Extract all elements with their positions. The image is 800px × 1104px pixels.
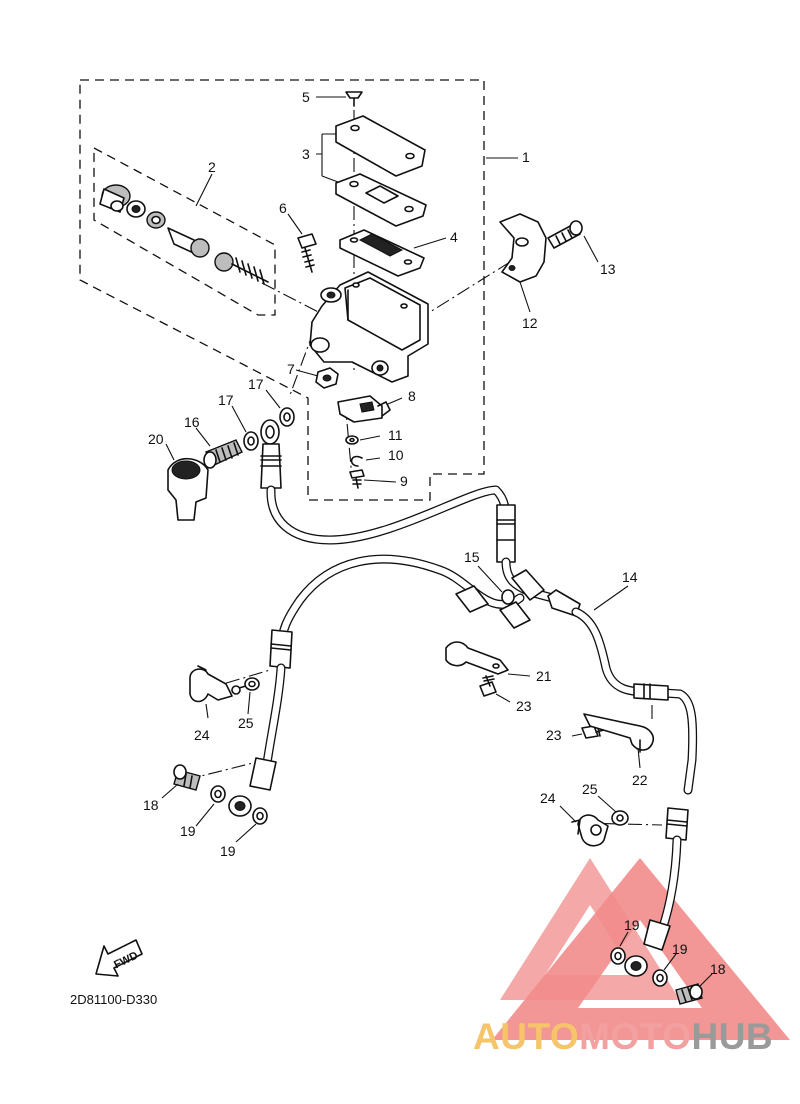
watermark-part-moto: MOTO	[579, 1016, 692, 1057]
callout-20: 20	[148, 431, 164, 447]
diagram-code: 2D81100-D330	[70, 992, 157, 1007]
callout-19-left-a: 19	[180, 823, 196, 839]
callout-15: 15	[464, 549, 480, 565]
clip-10	[350, 455, 363, 467]
brake-hose-14	[266, 485, 698, 795]
callout-11: 11	[388, 427, 403, 443]
callout-18-right: 18	[710, 961, 726, 977]
callout-1: 1	[522, 149, 530, 165]
callout-14: 14	[622, 569, 638, 585]
callout-25-left: 25	[238, 715, 254, 731]
callout-22: 21	[536, 668, 552, 684]
forward-arrow-icon: FWD	[95, 939, 143, 977]
callout-17-a: 17	[248, 376, 264, 392]
washer-17-b	[243, 431, 259, 451]
bolt-23-a	[479, 675, 497, 697]
joint-cap-15	[501, 589, 515, 605]
holder-12	[499, 213, 547, 283]
callout-7: 7	[287, 361, 295, 377]
callout-19-left-b: 19	[220, 843, 236, 859]
watermark-part-hub: HUB	[691, 1016, 774, 1057]
union-bolt-18-left	[173, 764, 201, 791]
watermark-part-auto: AUTO	[473, 1016, 580, 1057]
callout-13: 13	[600, 261, 616, 277]
clamp-22	[445, 641, 509, 675]
washer-19-right-a	[610, 947, 626, 965]
hose-eye-right	[624, 955, 648, 977]
callout-17-b: 17	[218, 392, 234, 408]
callout-16: 16	[184, 414, 200, 430]
hose-eye-left	[228, 795, 252, 817]
callout-5: 5	[302, 89, 310, 105]
callout-2: 2	[208, 159, 216, 175]
brake-switch-8	[337, 395, 391, 423]
callout-21: 22	[632, 772, 648, 788]
callout-12: 12	[522, 315, 538, 331]
callout-labels: 5 3 1 2 6 4 13 12 7 17 8 17 16 11 20 10 …	[143, 89, 726, 977]
callout-19-right-b: 19	[672, 941, 688, 957]
cover-20	[167, 457, 209, 521]
watermark-wordmark: AUTOMOTOHUB	[473, 1016, 773, 1058]
callout-23-a: 23	[516, 698, 532, 714]
bleed-screw-6	[297, 233, 317, 273]
union-bolt-16	[203, 439, 243, 469]
collar-25-left	[244, 677, 260, 691]
hose-union-top	[260, 419, 282, 489]
nut-7	[315, 367, 339, 389]
callout-24-right: 24	[540, 790, 556, 806]
brake-hose-left	[249, 554, 531, 791]
callout-6: 6	[279, 200, 287, 216]
callout-9: 9	[400, 473, 408, 489]
bolt-13	[547, 220, 583, 249]
callout-25-right: 25	[582, 781, 598, 797]
callout-18-left: 18	[143, 797, 159, 813]
brake-hose-right-end	[643, 807, 689, 951]
washer-19-right-b	[652, 969, 668, 987]
watermark-logo	[492, 858, 790, 1040]
leader-lines	[161, 96, 713, 987]
washer-11	[345, 435, 359, 445]
washer-19-left-a	[210, 785, 226, 803]
reservoir-cap-3	[335, 115, 427, 227]
callout-19-right-a: 19	[624, 917, 640, 933]
clamp-24-left	[189, 665, 247, 703]
clamp-24-right	[571, 814, 609, 847]
union-bolt-18-right	[675, 983, 703, 1005]
collar-25-right	[611, 810, 629, 826]
clamp-21	[583, 713, 655, 753]
washer-17-a	[279, 407, 295, 427]
washer-19-left-b	[252, 807, 268, 825]
callout-24-left: 24	[194, 727, 210, 743]
callout-23-b: 23	[546, 727, 562, 743]
screw-9	[349, 469, 365, 489]
screw-5	[345, 91, 363, 107]
callout-3: 3	[302, 146, 310, 162]
callout-4: 4	[450, 229, 458, 245]
assembly-boundaries	[79, 79, 485, 501]
callout-10: 10	[388, 447, 404, 463]
diaphragm-4	[339, 229, 425, 277]
master-cylinder-body	[309, 271, 429, 383]
callout-8: 8	[408, 388, 416, 404]
piston-kit-2	[99, 184, 269, 285]
